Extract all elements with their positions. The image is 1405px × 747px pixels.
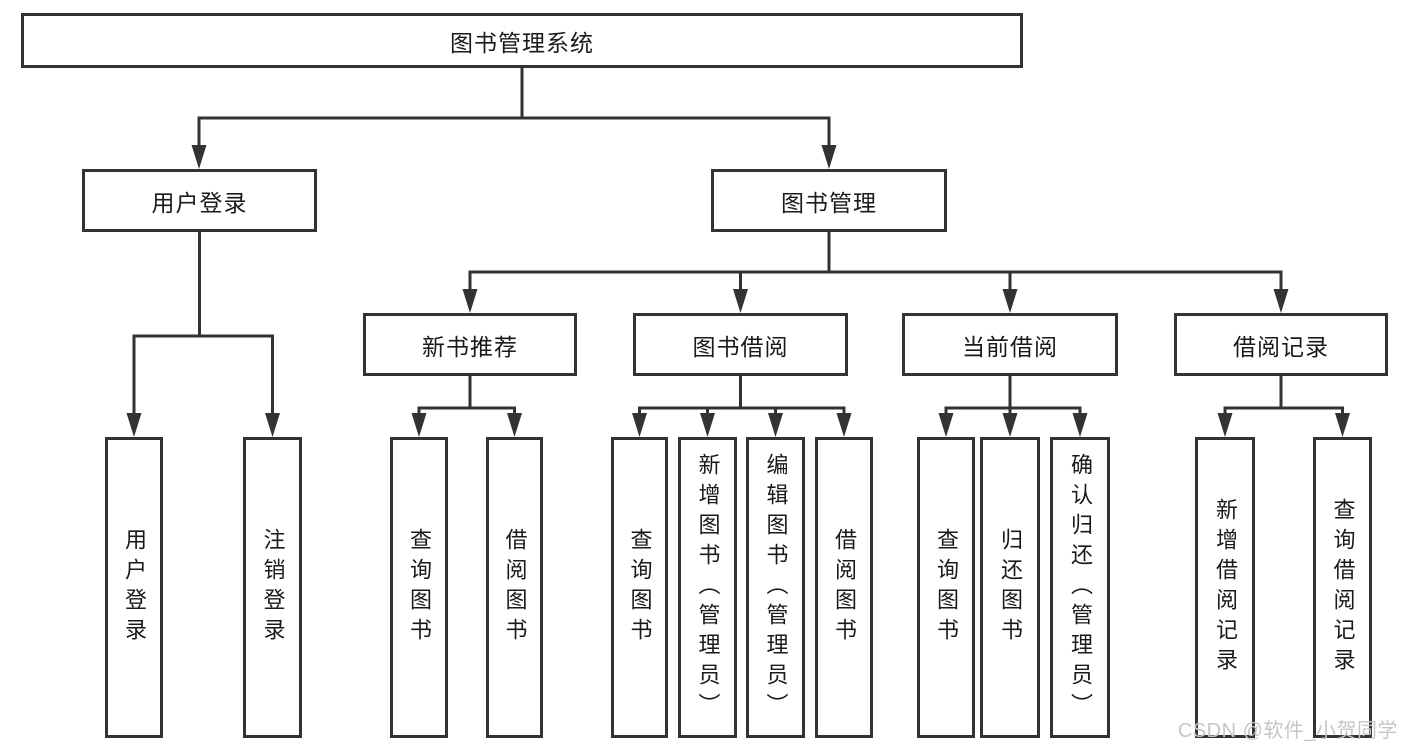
leaf-query-book: 查询图书 — [611, 437, 668, 738]
leaf-borrow-book: 借阅图书 — [486, 437, 543, 738]
leaf-label: 查询图书 — [407, 527, 432, 648]
leaf-add-borrow-record: 新增借阅记录 — [1195, 437, 1255, 738]
leaf-borrow-book: 借阅图书 — [815, 437, 873, 738]
leaf-return-book: 归还图书 — [980, 437, 1040, 738]
leaf-add-book-admin: 新增图书（管理员） — [678, 437, 737, 738]
leaf-label: 注销登录 — [260, 527, 286, 648]
node-user-login: 用户登录 — [82, 169, 317, 232]
arrowheads — [126, 145, 1350, 437]
leaf-label: 借阅图书 — [832, 527, 857, 648]
node-book-management: 图书管理 — [711, 169, 947, 232]
node-current-borrow: 当前借阅 — [902, 313, 1118, 376]
leaf-user-login: 用户登录 — [105, 437, 163, 738]
leaf-confirm-return-admin: 确认归还（管理员） — [1050, 437, 1110, 738]
csdn-watermark: CSDN @软件_小贺同学 — [1177, 720, 1398, 742]
leaf-label: 用户登录 — [122, 527, 147, 648]
node-borrow-records: 借阅记录 — [1174, 313, 1388, 376]
leaf-label: 借阅图书 — [502, 527, 528, 648]
leaf-query-book: 查询图书 — [390, 437, 448, 738]
leaf-logout: 注销登录 — [243, 437, 302, 738]
leaf-label: 归还图书 — [998, 527, 1023, 648]
node-new-book-recommend: 新书推荐 — [363, 313, 577, 376]
leaf-label: 查询图书 — [627, 527, 653, 648]
leaf-edit-book-admin: 编辑图书（管理员） — [746, 437, 805, 738]
leaf-label: 新增借阅记录 — [1213, 497, 1238, 678]
leaf-label: 编辑图书（管理员） — [763, 452, 789, 723]
leaf-label: 查询借阅记录 — [1330, 497, 1356, 678]
leaf-query-book: 查询图书 — [917, 437, 975, 738]
leaf-query-borrow-record: 查询借阅记录 — [1313, 437, 1372, 738]
leaf-label: 确认归还（管理员） — [1068, 452, 1093, 723]
node-book-borrow: 图书借阅 — [633, 313, 848, 376]
leaf-label: 新增图书（管理员） — [695, 452, 721, 723]
node-library-system: 图书管理系统 — [21, 13, 1023, 68]
leaf-label: 查询图书 — [934, 527, 959, 648]
